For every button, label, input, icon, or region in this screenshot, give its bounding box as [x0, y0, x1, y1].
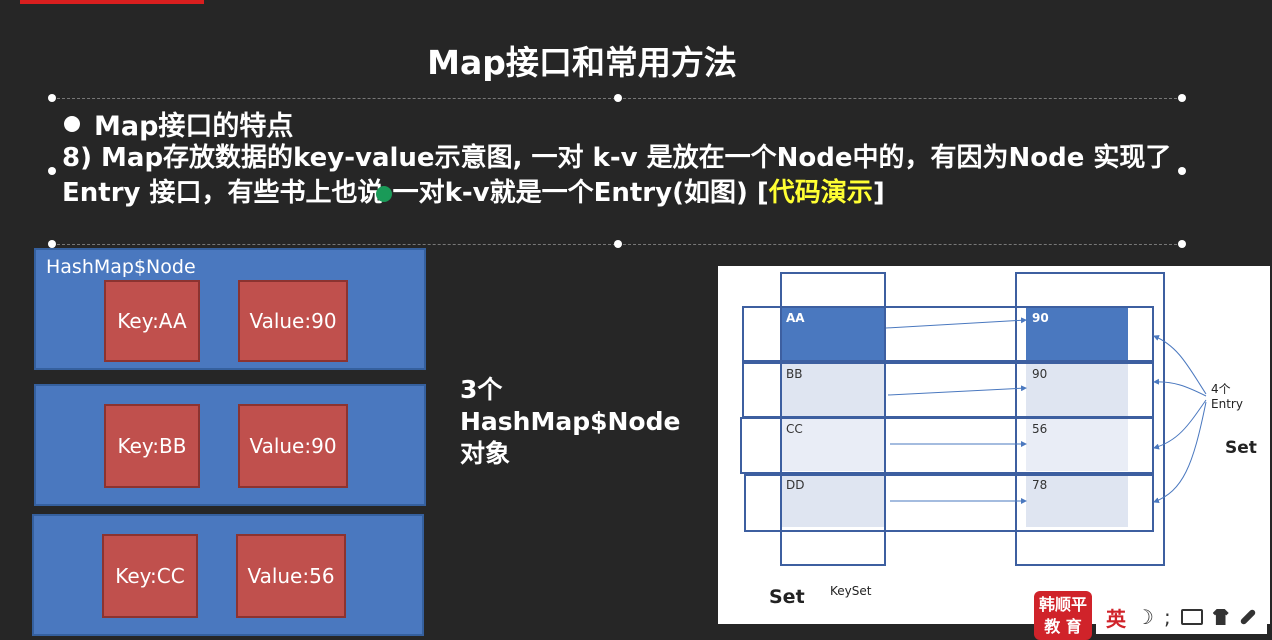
- keyset-column-outline: [780, 272, 886, 566]
- values-column-outline: [1015, 272, 1165, 566]
- bracket-open: [: [756, 178, 769, 208]
- hashmap-node-1: HashMap$Node Key:AA Value:90: [34, 248, 426, 370]
- top-accent-bar: [20, 0, 204, 4]
- resize-handle-middle-left[interactable]: [48, 167, 56, 175]
- count-line-1: 3个: [460, 375, 503, 404]
- moon-icon[interactable]: ☽: [1136, 605, 1154, 629]
- description-text: 8) Map存放数据的key-value示意图, 一对 k-v 是放在一个Nod…: [62, 143, 1172, 208]
- entry-word: Entry: [1211, 397, 1243, 411]
- logo-line-1: 韩顺平: [1038, 595, 1087, 614]
- key-cell: AA: [780, 306, 886, 360]
- key-cell: CC: [780, 417, 886, 471]
- count-line-3: 对象: [460, 439, 511, 468]
- value-cell: 56: [1026, 417, 1128, 471]
- node-key-box: Key:AA: [104, 280, 200, 362]
- entry-set-label: Set: [1225, 438, 1257, 458]
- entry-curve: [1153, 335, 1207, 395]
- key-cell: DD: [780, 473, 886, 527]
- ime-toolbar[interactable]: 英 ☽ ;: [1096, 600, 1267, 634]
- entry-count: 4个: [1211, 382, 1231, 396]
- count-line-2: HashMap$Node: [460, 407, 681, 436]
- diagram-arrows: [885, 317, 1207, 504]
- resize-handle-bottom-right[interactable]: [1178, 240, 1186, 248]
- node-count-caption: 3个 HashMap$Node 对象: [460, 374, 680, 470]
- resize-handle-bottom-left[interactable]: [48, 240, 56, 248]
- wrench-icon[interactable]: [1239, 608, 1257, 626]
- bracket-close: ]: [872, 178, 885, 208]
- shirt-icon[interactable]: [1212, 609, 1229, 625]
- hashmap-node-2: Key:BB Value:90: [34, 384, 426, 506]
- code-demo-highlight: 代码演示: [768, 178, 873, 208]
- value-cell: 90: [1026, 306, 1128, 360]
- brand-logo: 韩顺平 教 育: [1034, 591, 1092, 640]
- entry-row-3: [740, 417, 1154, 474]
- hashmap-node-3: Key:CC Value:56: [32, 514, 424, 636]
- slide-title: Map接口和常用方法: [427, 43, 737, 82]
- punctuation-toggle[interactable]: ;: [1163, 605, 1171, 629]
- resize-handle-top-left[interactable]: [48, 94, 56, 102]
- node-key-box: Key:CC: [102, 534, 198, 618]
- entry-row-1: [742, 306, 1154, 362]
- arrow-line: [885, 317, 1027, 329]
- resize-handle-bottom-center[interactable]: [614, 240, 622, 248]
- resize-handle-top-center[interactable]: [614, 94, 622, 102]
- ime-language-toggle[interactable]: 英: [1106, 606, 1126, 631]
- entry-set-diagram: AA BB CC DD 90 90 56 78 4个 Entry Set Set…: [718, 266, 1270, 624]
- keyset-label: KeySet: [830, 584, 872, 598]
- resize-handle-middle-right[interactable]: [1178, 167, 1186, 175]
- bullet-heading: Map接口的特点: [64, 104, 293, 143]
- node-value-box: Value:56: [236, 534, 346, 618]
- keyset-set-label: Set: [769, 586, 805, 608]
- entry-count-label: 4个 Entry: [1211, 382, 1243, 412]
- node-value-box: Value:90: [238, 280, 348, 362]
- entry-row-4: [744, 474, 1154, 532]
- node-key-box: Key:BB: [104, 404, 200, 488]
- logo-line-2: 教 育: [1044, 617, 1082, 636]
- entry-curve: [1153, 399, 1207, 450]
- node-class-label: HashMap$Node: [46, 256, 196, 278]
- arrow-line: [887, 385, 1027, 396]
- entry-curve: [1153, 378, 1207, 397]
- value-cell: 78: [1026, 473, 1128, 527]
- bullet-dot-icon: [64, 115, 80, 132]
- keyboard-icon[interactable]: [1180, 609, 1203, 625]
- node-value-box: Value:90: [238, 404, 348, 488]
- description-paragraph[interactable]: 8) Map存放数据的key-value示意图, 一对 k-v 是放在一个Nod…: [62, 141, 1172, 211]
- pointer-cursor-icon: [376, 186, 392, 202]
- key-cell: BB: [780, 362, 886, 416]
- value-cell: 90: [1026, 362, 1128, 416]
- entry-curve: [1153, 401, 1207, 504]
- resize-handle-top-right[interactable]: [1178, 94, 1186, 102]
- bullet-heading-text: Map接口的特点: [94, 111, 294, 142]
